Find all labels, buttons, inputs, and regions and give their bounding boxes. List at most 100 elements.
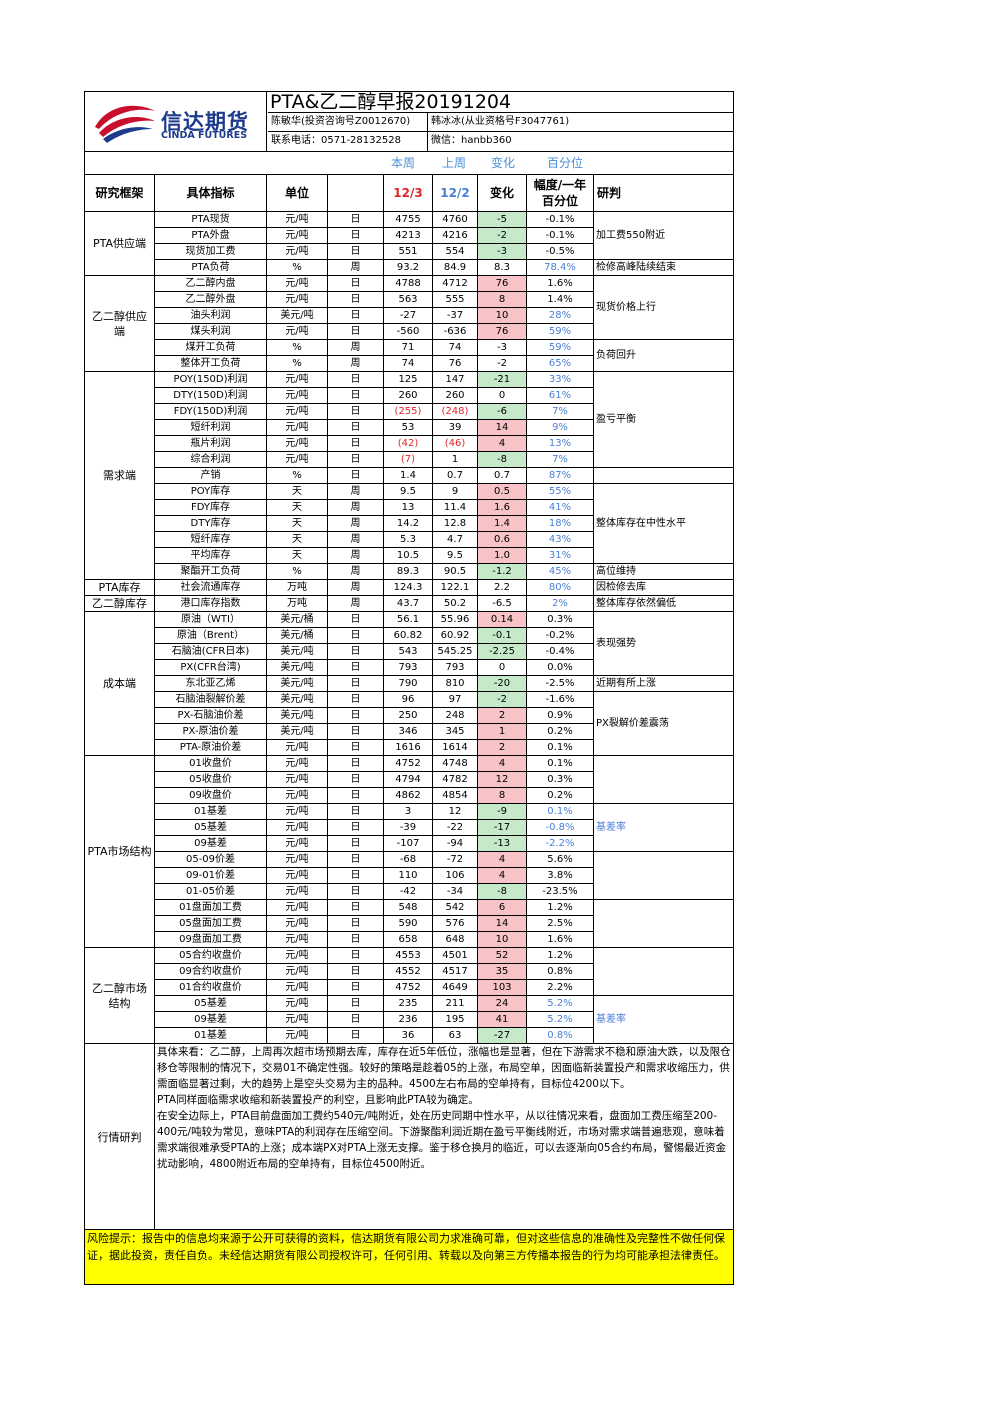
indicator-cell: 05盘面加工费 <box>154 915 267 932</box>
indicator-cell: PTA-原油价差 <box>154 739 267 756</box>
indicator-cell: 现货加工费 <box>154 243 267 260</box>
research-cell <box>593 467 734 484</box>
unit-cell: 万吨 <box>266 595 328 612</box>
change-cell: -13 <box>477 835 527 852</box>
percent-cell: 0.8% <box>526 1027 594 1044</box>
change-cell: 0 <box>477 659 527 676</box>
indicator-cell: 01基差 <box>154 803 267 820</box>
frequency-cell: 日 <box>327 883 384 900</box>
change-cell: -9 <box>477 803 527 820</box>
percent-cell: 55% <box>526 483 594 500</box>
percent-cell: 1.2% <box>526 947 594 964</box>
frequency-cell: 日 <box>327 675 384 692</box>
unit-cell: 元/吨 <box>266 403 328 420</box>
value-current-cell: 60.82 <box>383 627 433 644</box>
indicator-cell: 乙二醇内盘 <box>154 275 267 292</box>
report-sheet: 信达期货 CINDA FUTURES PTA&乙二醇早报20191204 陈敏华… <box>84 91 734 1285</box>
subheader-row: 本周 上周 变化 百分位 <box>84 152 734 174</box>
frequency-cell: 日 <box>327 819 384 836</box>
col-date-1: 12/3 <box>383 174 433 212</box>
percent-cell: 0.2% <box>526 787 594 804</box>
percent-cell: 65% <box>526 355 594 372</box>
frequency-cell: 日 <box>327 1027 384 1044</box>
change-cell: -6.5 <box>477 595 527 612</box>
percent-cell: 1.6% <box>526 931 594 948</box>
indicator-cell: 短纤利润 <box>154 419 267 436</box>
unit-cell: 元/吨 <box>266 291 328 308</box>
value-current-cell: 1616 <box>383 739 433 756</box>
value-previous-cell: -94 <box>432 835 478 852</box>
frequency-cell: 周 <box>327 259 384 276</box>
indicator-cell: PX(CFR台湾) <box>154 659 267 676</box>
value-previous-cell: 74 <box>432 339 478 356</box>
indicator-cell: 瓶片利润 <box>154 435 267 452</box>
indicator-cell: 09合约收盘价 <box>154 963 267 980</box>
value-current-cell: 93.2 <box>383 259 433 276</box>
indicator-cell: 平均库存 <box>154 547 267 564</box>
frequency-cell: 日 <box>327 611 384 628</box>
percent-cell: 18% <box>526 515 594 532</box>
analyst-2: 韩冰冰(从业资格号F3047761) <box>428 113 733 132</box>
percent-cell: 13% <box>526 435 594 452</box>
indicator-cell: FDY库存 <box>154 499 267 516</box>
change-cell: 0.6 <box>477 531 527 548</box>
indicator-cell: 整体开工负荷 <box>154 355 267 372</box>
research-cell: 加工费550附近 <box>593 211 734 260</box>
indicator-cell: 05合约收盘价 <box>154 947 267 964</box>
value-previous-cell: 4854 <box>432 787 478 804</box>
unit-cell: 元/吨 <box>266 387 328 404</box>
value-current-cell: 124.3 <box>383 579 433 596</box>
unit-cell: 元/吨 <box>266 835 328 852</box>
change-cell: -8 <box>477 883 527 900</box>
frequency-cell: 日 <box>327 419 384 436</box>
change-cell: 12 <box>477 771 527 788</box>
change-cell: -0.1 <box>477 627 527 644</box>
value-current-cell: 551 <box>383 243 433 260</box>
framework-cell: 乙二醇供应端 <box>84 275 155 372</box>
indicator-cell: 综合利润 <box>154 451 267 468</box>
unit-cell: 元/吨 <box>266 931 328 948</box>
change-cell: 0.14 <box>477 611 527 628</box>
frequency-cell: 周 <box>327 339 384 356</box>
change-cell: 35 <box>477 963 527 980</box>
change-cell: 8.3 <box>477 259 527 276</box>
research-cell: 高位维持 <box>593 563 734 580</box>
value-previous-cell: 4501 <box>432 947 478 964</box>
indicator-cell: 01收盘价 <box>154 755 267 772</box>
percent-cell: 59% <box>526 339 594 356</box>
change-cell: 52 <box>477 947 527 964</box>
frequency-cell: 日 <box>327 787 384 804</box>
frequency-cell: 日 <box>327 323 384 340</box>
frequency-cell: 日 <box>327 435 384 452</box>
frequency-cell: 周 <box>327 355 384 372</box>
value-current-cell: 1.4 <box>383 467 433 484</box>
indicator-cell: 乙二醇外盘 <box>154 291 267 308</box>
percent-cell: 1.6% <box>526 275 594 292</box>
frequency-cell: 日 <box>327 307 384 324</box>
value-previous-cell: 1614 <box>432 739 478 756</box>
percent-cell: 0.9% <box>526 707 594 724</box>
percent-cell: 78.4% <box>526 259 594 276</box>
risk-disclaimer: 风险提示：报告中的信息均来源于公开可获得的资料，信达期货有限公司力求准确可靠，但… <box>84 1230 734 1285</box>
unit-cell: 美元/吨 <box>266 659 328 676</box>
value-current-cell: (42) <box>383 435 433 452</box>
value-current-cell: 658 <box>383 931 433 948</box>
change-cell: 2 <box>477 707 527 724</box>
percent-cell: 28% <box>526 307 594 324</box>
change-cell: 0.7 <box>477 467 527 484</box>
percent-cell: 0.1% <box>526 803 594 820</box>
value-current-cell: 260 <box>383 387 433 404</box>
unit-cell: 美元/吨 <box>266 643 328 660</box>
value-current-cell: 236 <box>383 1011 433 1028</box>
value-previous-cell: 39 <box>432 419 478 436</box>
value-previous-cell: 63 <box>432 1027 478 1044</box>
sub-change: 变化 <box>491 156 516 170</box>
